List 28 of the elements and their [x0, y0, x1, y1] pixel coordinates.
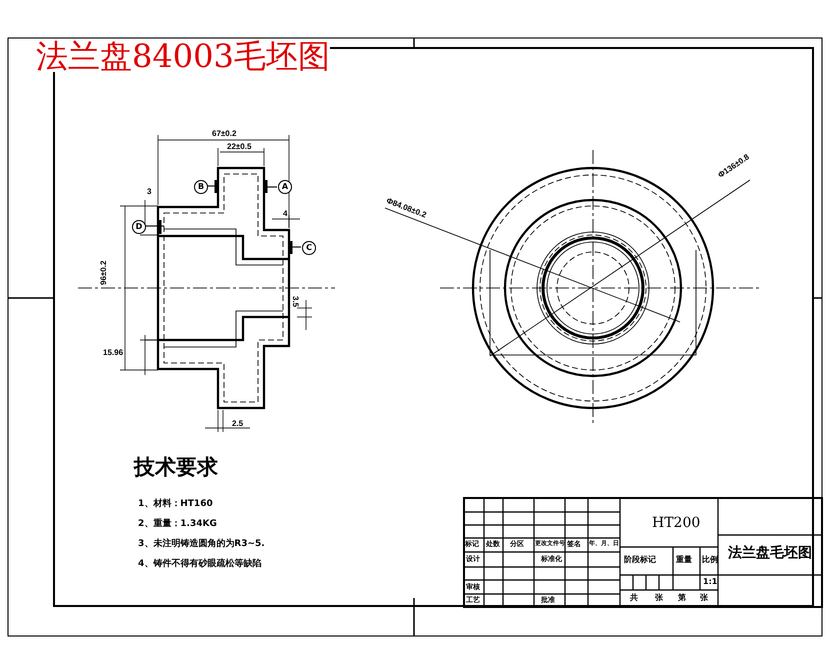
table-header: 阶段标记: [624, 556, 656, 564]
datum-label: A: [278, 180, 292, 194]
requirement-note: 1、材料：HT160: [138, 500, 213, 509]
datum-label: C: [302, 241, 316, 255]
dimension-text: 4: [283, 210, 288, 218]
dimension-text: 15.96: [103, 349, 124, 357]
dimension-text: 3: [147, 188, 152, 196]
requirements-heading: 技术要求: [134, 456, 218, 477]
table-header: 重量: [676, 556, 692, 564]
table-header: 张: [655, 594, 663, 602]
table-header: 比例: [702, 556, 718, 564]
dimension-text: 96±0.2: [100, 260, 108, 285]
datum-label: D: [132, 220, 146, 234]
requirement-note: 4、铸件不得有砂眼疏松等缺陷: [138, 560, 262, 569]
drawing-name: 法兰盘毛坯图: [728, 546, 812, 560]
datum-label: B: [194, 180, 208, 194]
table-header: 张: [700, 594, 708, 602]
material-text: HT200: [652, 516, 700, 530]
table-header: 共: [630, 594, 638, 602]
dimension-text: 67±0.2: [212, 130, 236, 138]
dimension-text: 2.5: [232, 420, 244, 428]
requirement-note: 3、未注明铸造圆角的为R3~5.: [138, 540, 265, 549]
dimension-text: 3.5: [291, 296, 299, 308]
dimension-text: 22±0.5: [227, 143, 252, 151]
requirement-note: 2、重量：1.34KG: [138, 520, 217, 529]
table-header: 第: [678, 594, 686, 602]
table-cell: 1:1: [703, 578, 718, 586]
drawing-title: 法兰盘84003毛坯图: [36, 40, 330, 72]
